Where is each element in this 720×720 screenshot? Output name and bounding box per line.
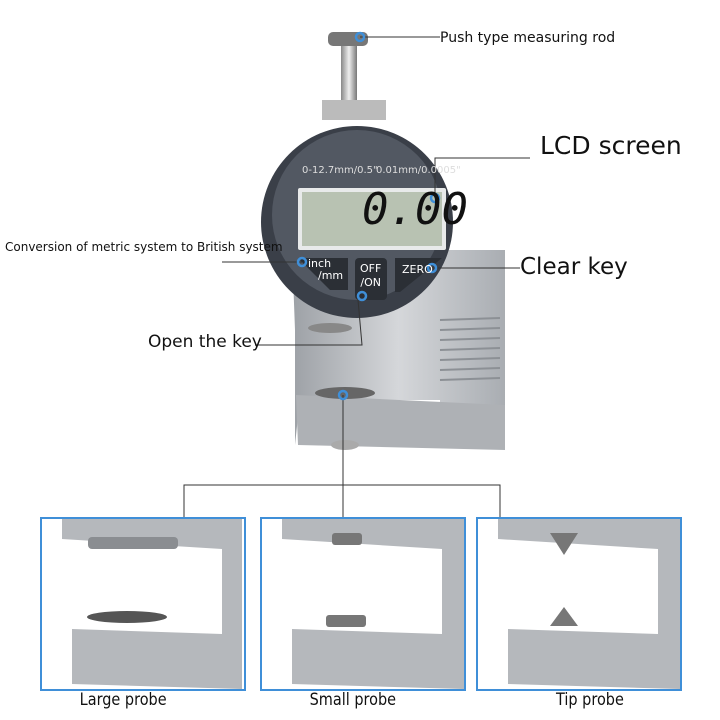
large-probe-panel xyxy=(40,517,246,691)
zero-label[interactable]: ZERO xyxy=(402,263,433,276)
off-text: OFF xyxy=(360,262,382,275)
tip-probe-art xyxy=(498,519,680,689)
resolution-text: 0.01mm/0.0005" xyxy=(376,165,461,176)
range-text: 0-12.7mm/0.5" xyxy=(302,165,378,176)
measuring-rod xyxy=(341,40,357,110)
tip-probe-panel xyxy=(476,517,682,691)
inch-mm-button[interactable] xyxy=(298,258,348,290)
lower-jaw xyxy=(296,395,505,450)
inch-text: inch xyxy=(308,257,332,270)
rod-annotation: Push type measuring rod xyxy=(440,30,616,46)
lcd-annotation: LCD screen xyxy=(540,131,682,160)
lcd-screen xyxy=(302,192,442,246)
small-probe-art xyxy=(282,519,464,689)
leader-lines xyxy=(183,36,530,517)
rod-cap xyxy=(328,32,368,46)
mm-text: /mm xyxy=(318,269,344,282)
small-probe-label: Small probe xyxy=(309,690,397,710)
conversion-annotation: Conversion of metric system to British s… xyxy=(5,240,283,254)
probe-panels-art xyxy=(62,519,680,689)
anvil-base xyxy=(331,440,359,450)
anvil xyxy=(315,387,375,399)
zero-button[interactable] xyxy=(395,258,442,292)
tip-probe-label: Tip probe xyxy=(555,690,624,710)
large-probe-art xyxy=(62,519,242,689)
clear-annotation: Clear key xyxy=(520,254,628,280)
inch-mm-label[interactable]: inch/mm xyxy=(308,258,343,282)
on-text: /ON xyxy=(360,276,381,289)
small-probe-panel xyxy=(260,517,466,691)
open-annotation: Open the key xyxy=(148,332,262,352)
rod-mount xyxy=(322,100,386,120)
grip-ridges xyxy=(439,317,501,381)
off-on-button[interactable] xyxy=(355,258,387,300)
lcd-reading: 0.00 xyxy=(362,184,468,235)
off-on-label[interactable]: OFF/ON xyxy=(360,262,381,290)
large-probe-label: Large probe xyxy=(79,690,167,710)
annotation-dots xyxy=(296,31,441,401)
upper-probe xyxy=(308,323,352,333)
